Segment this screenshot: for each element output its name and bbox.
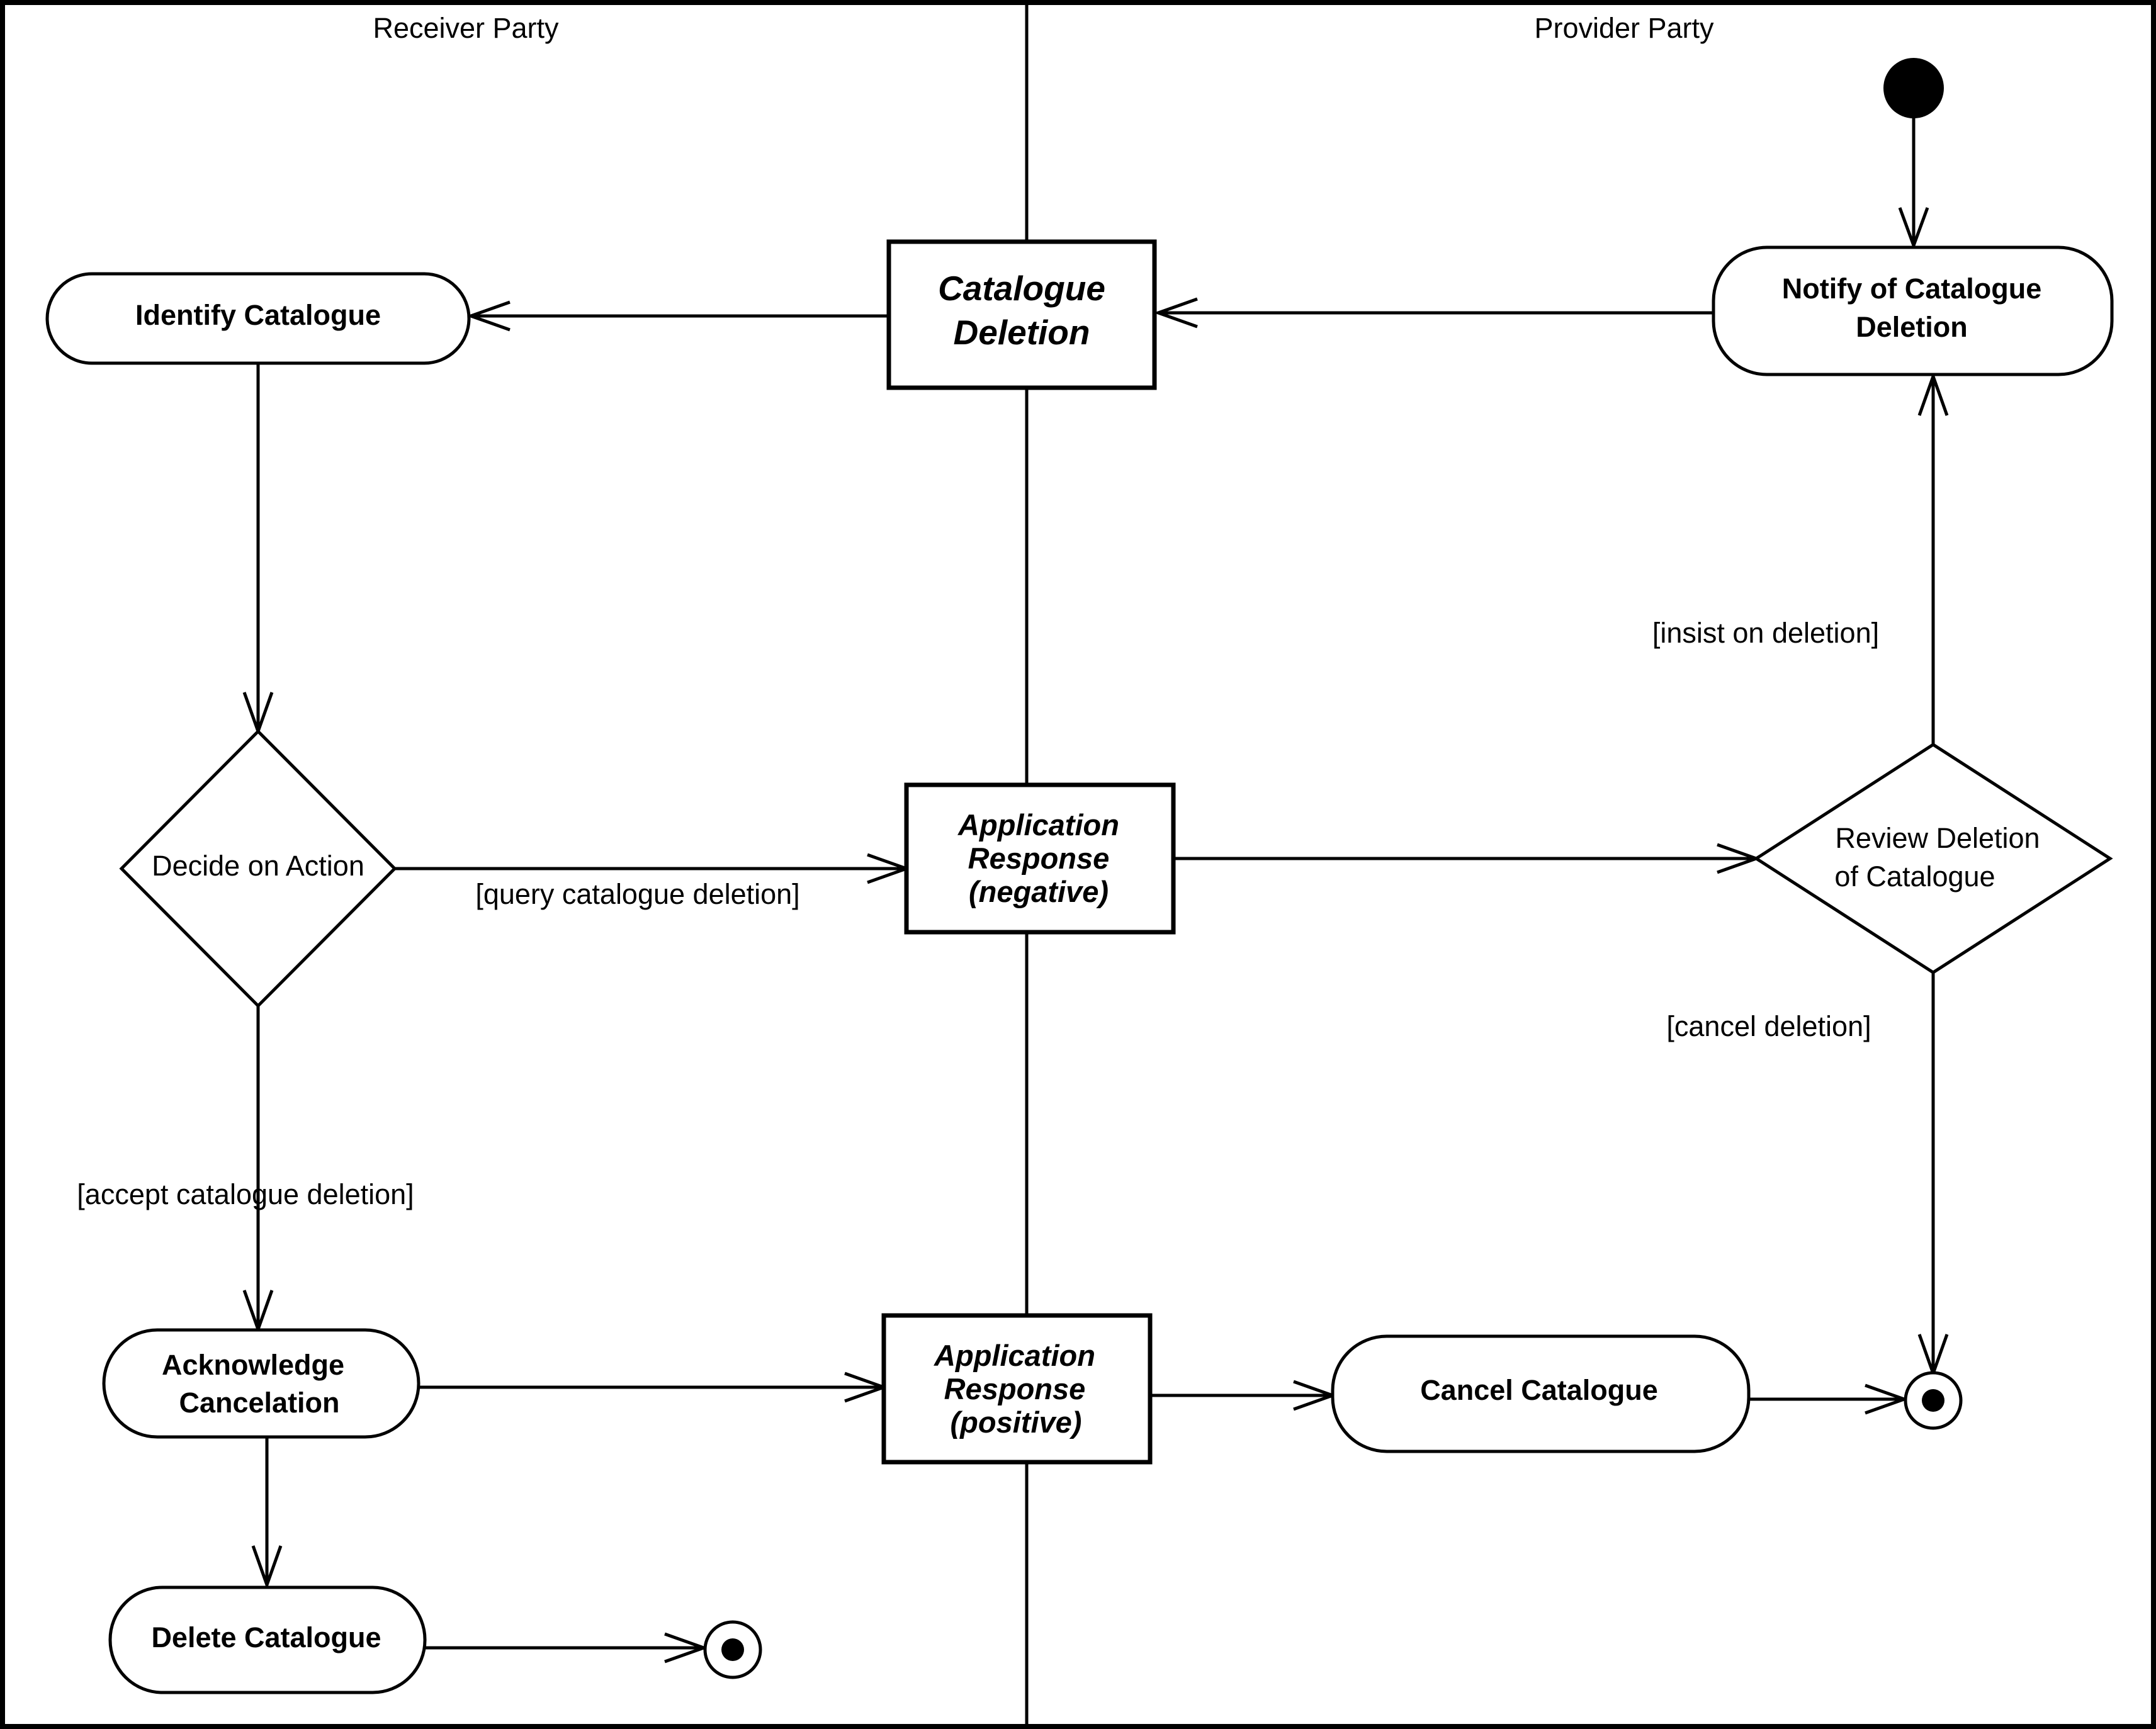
document-catalogue-deletion: Catalogue Deletion [886, 239, 1157, 390]
svg-text:Cancelation: Cancelation [179, 1387, 339, 1419]
activity-identify-catalogue: Identify Catalogue [45, 272, 471, 365]
document-response-negative: Application Response (negative) [904, 782, 1176, 935]
svg-text:Deletion: Deletion [1856, 311, 1968, 343]
guard-cancel-deletion: [cancel deletion] [1666, 1010, 1871, 1042]
final-node-right [1904, 1371, 1963, 1430]
svg-text:Deletion: Deletion [954, 313, 1090, 352]
final-node-left [703, 1620, 762, 1679]
svg-text:Review Deletion: Review Deletion [1835, 822, 2040, 854]
arrowhead [1898, 207, 1929, 251]
arrowhead [251, 1545, 283, 1590]
arrowhead [1153, 297, 1198, 329]
svg-text:Response: Response [944, 1372, 1086, 1405]
guard-accept-deletion: [accept catalogue deletion] [77, 1178, 414, 1210]
arrowhead [466, 300, 511, 332]
activity-notify-deletion: Notify of Catalogue Deletion [1712, 245, 2114, 376]
activity-cancel-catalogue: Cancel Catalogue [1331, 1334, 1751, 1453]
document-response-positive: Application Response (positive) [881, 1313, 1153, 1465]
lane-title-provider: Provider Party [1534, 12, 1714, 44]
svg-text:Identify Catalogue: Identify Catalogue [135, 299, 381, 331]
svg-text:Application: Application [957, 808, 1119, 842]
svg-text:(positive): (positive) [951, 1405, 1082, 1439]
initial-node [1883, 58, 1944, 118]
svg-text:Notify of Catalogue: Notify of Catalogue [1782, 273, 2042, 305]
svg-text:Application: Application [934, 1339, 1095, 1372]
decision-review-deletion: Review Deletion of Catalogue [1753, 743, 2113, 974]
svg-text:Catalogue: Catalogue [938, 269, 1105, 308]
svg-text:Cancel Catalogue: Cancel Catalogue [1420, 1374, 1658, 1406]
svg-text:Delete Catalogue: Delete Catalogue [151, 1621, 381, 1653]
decision-decide-on-action: Decide on Action [119, 729, 397, 1008]
activity-acknowledge-cancelation: Acknowledge Cancelation [102, 1328, 420, 1439]
svg-text:(negative): (negative) [969, 875, 1109, 908]
guard-query-deletion: [query catalogue deletion] [475, 878, 799, 910]
svg-text:of Catalogue: of Catalogue [1834, 860, 1995, 893]
svg-text:Decide on Action: Decide on Action [152, 850, 364, 882]
svg-text:Acknowledge: Acknowledge [162, 1349, 344, 1381]
lane-title-receiver: Receiver Party [373, 12, 559, 44]
activity-delete-catalogue: Delete Catalogue [108, 1585, 427, 1694]
guard-insist-deletion: [insist on deletion] [1652, 617, 1879, 649]
arrowhead [1917, 371, 1949, 416]
svg-text:Response: Response [968, 842, 1110, 875]
